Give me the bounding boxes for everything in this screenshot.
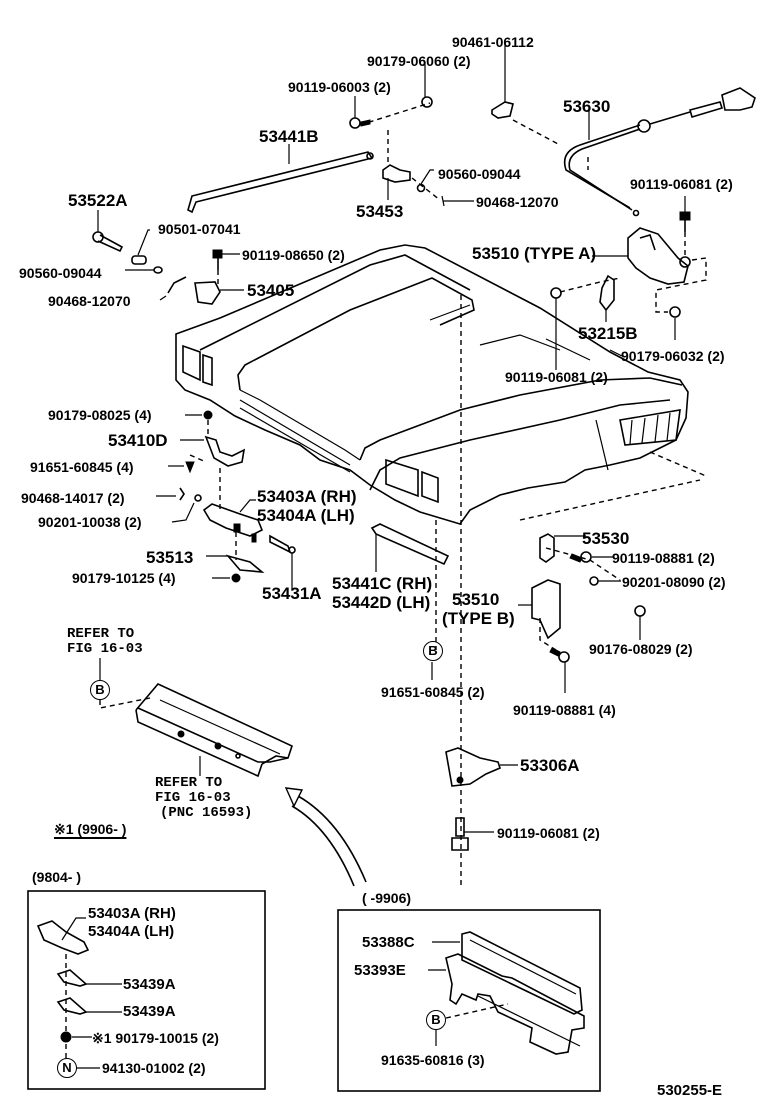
refer-to-label-1: REFER TO bbox=[67, 626, 135, 642]
part-label-53403A-rh: 53403A (RH) bbox=[257, 487, 357, 506]
part-label-91651-60845-4: 91651-60845 (4) bbox=[30, 459, 134, 475]
part-label-53630: 53630 bbox=[563, 97, 611, 116]
hood-hinge-assembly bbox=[156, 410, 296, 590]
pnc-label: (PNC 16593) bbox=[160, 805, 253, 821]
note1-date-range: ※1 (9906- ) bbox=[54, 821, 127, 837]
inset-left-53439A-2: 53439A bbox=[123, 1003, 176, 1020]
part-label-90119-08650: 90119-08650 (2) bbox=[242, 247, 345, 263]
hood-catch-53405 bbox=[194, 249, 244, 305]
inset-right-date-range: ( -9906) bbox=[362, 890, 412, 906]
part-label-53404A-lh: 53404A (LH) bbox=[257, 506, 355, 525]
part-label-90201-08090: 90201-08090 (2) bbox=[622, 574, 726, 590]
refer-fig-label-2: FIG 16-03 bbox=[155, 790, 231, 806]
inset-left-53403A-rh: 53403A (RH) bbox=[88, 905, 176, 922]
circle-marker-b-inset: B bbox=[426, 1010, 446, 1030]
part-label-53513: 53513 bbox=[146, 548, 194, 567]
part-label-53510-type-b: 53510 bbox=[452, 590, 500, 609]
part-label-90468-12070-left: 90468-12070 bbox=[48, 293, 131, 309]
rod-holder-53453 bbox=[349, 62, 474, 207]
part-label-90179-06060: 90179-06060 (2) bbox=[367, 53, 471, 69]
inset-left-53439A-1: 53439A bbox=[123, 976, 176, 993]
inset-left-date-range: (9804- ) bbox=[32, 869, 82, 885]
part-label-53405: 53405 bbox=[247, 281, 295, 300]
support-rod-53441B bbox=[187, 144, 374, 214]
part-label-90179-10125: 90179-10125 (4) bbox=[72, 570, 176, 586]
part-label-53510-type-b-suffix: (TYPE B) bbox=[442, 609, 515, 628]
part-label-90119-06003: 90119-06003 (2) bbox=[288, 79, 391, 95]
part-label-90468-14017: 90468-14017 (2) bbox=[21, 490, 125, 506]
part-label-90201-10038: 90201-10038 (2) bbox=[38, 514, 142, 530]
hood-latch-type-b bbox=[518, 533, 646, 693]
part-label-53431A: 53431A bbox=[262, 584, 322, 603]
part-label-53441B: 53441B bbox=[259, 127, 319, 146]
hood-panel bbox=[175, 244, 707, 885]
detail-arrow bbox=[284, 787, 367, 887]
part-label-53215B: 53215B bbox=[578, 324, 638, 343]
hood-front-bracket bbox=[135, 683, 293, 778]
part-label-90119-08881-2: 90119-08881 (2) bbox=[612, 550, 715, 566]
cable-clamp-90461 bbox=[491, 42, 561, 146]
part-label-53306A: 53306A bbox=[520, 756, 580, 775]
circle-marker-b-left: B bbox=[90, 680, 110, 700]
part-label-90119-06081-mid: 90119-06081 (2) bbox=[505, 369, 608, 385]
hood-lock-pin-53522A bbox=[92, 210, 187, 301]
part-label-53410D: 53410D bbox=[108, 431, 168, 450]
part-label-53522A: 53522A bbox=[68, 191, 128, 210]
part-label-90119-06081-bot: 90119-06081 (2) bbox=[497, 825, 600, 841]
circle-marker-b-center: B bbox=[423, 641, 443, 661]
part-label-53441C-rh: 53441C (RH) bbox=[332, 574, 433, 593]
inset-left-94130-01002: 94130-01002 (2) bbox=[102, 1060, 206, 1076]
inset-right-53393E: 53393E bbox=[354, 962, 406, 979]
inset-left-box bbox=[27, 890, 266, 1090]
part-label-90560-09044-top: 90560-09044 bbox=[438, 166, 521, 182]
part-label-90176-08029: 90176-08029 (2) bbox=[589, 641, 693, 657]
part-label-53530: 53530 bbox=[582, 529, 630, 548]
part-label-90179-06032: 90179-06032 (2) bbox=[621, 348, 725, 364]
part-label-90560-09044-left: 90560-09044 bbox=[19, 265, 102, 281]
inset-left-53404A-lh: 53404A (LH) bbox=[88, 923, 175, 940]
part-label-91651-60845-2: 91651-60845 (2) bbox=[381, 684, 485, 700]
refer-fig-label-1: FIG 16-03 bbox=[67, 641, 143, 657]
inset-right-box bbox=[337, 909, 601, 1092]
part-label-90119-08881-4: 90119-08881 (4) bbox=[513, 702, 616, 718]
part-label-53510-type-a: 53510 (TYPE A) bbox=[472, 244, 597, 263]
part-label-90461-06112: 90461-06112 bbox=[452, 34, 534, 50]
part-label-90468-12070-top: 90468-12070 bbox=[476, 194, 559, 210]
release-cable-53630 bbox=[563, 87, 756, 217]
part-label-90501-07041: 90501-07041 bbox=[158, 221, 241, 237]
refer-to-label-2: REFER TO bbox=[155, 775, 223, 791]
part-label-53442D-lh: 53442D (LH) bbox=[332, 593, 431, 612]
circle-marker-n: N bbox=[57, 1058, 77, 1078]
cowl-panel-53441C bbox=[370, 523, 450, 572]
hood-latch-type-a bbox=[550, 196, 707, 370]
inset-right-53388C: 53388C bbox=[362, 934, 415, 951]
part-label-53453: 53453 bbox=[356, 202, 404, 221]
figure-id: 530255-E bbox=[657, 1082, 723, 1099]
inset-right-91635-60816: 91635-60816 (3) bbox=[381, 1052, 485, 1068]
part-label-90119-06081-top: 90119-06081 (2) bbox=[630, 176, 733, 192]
bracket-53306A bbox=[99, 658, 518, 851]
part-label-90179-08025: 90179-08025 (4) bbox=[48, 407, 152, 423]
inset-left-90179-10015: ※1 90179-10015 (2) bbox=[92, 1030, 219, 1046]
